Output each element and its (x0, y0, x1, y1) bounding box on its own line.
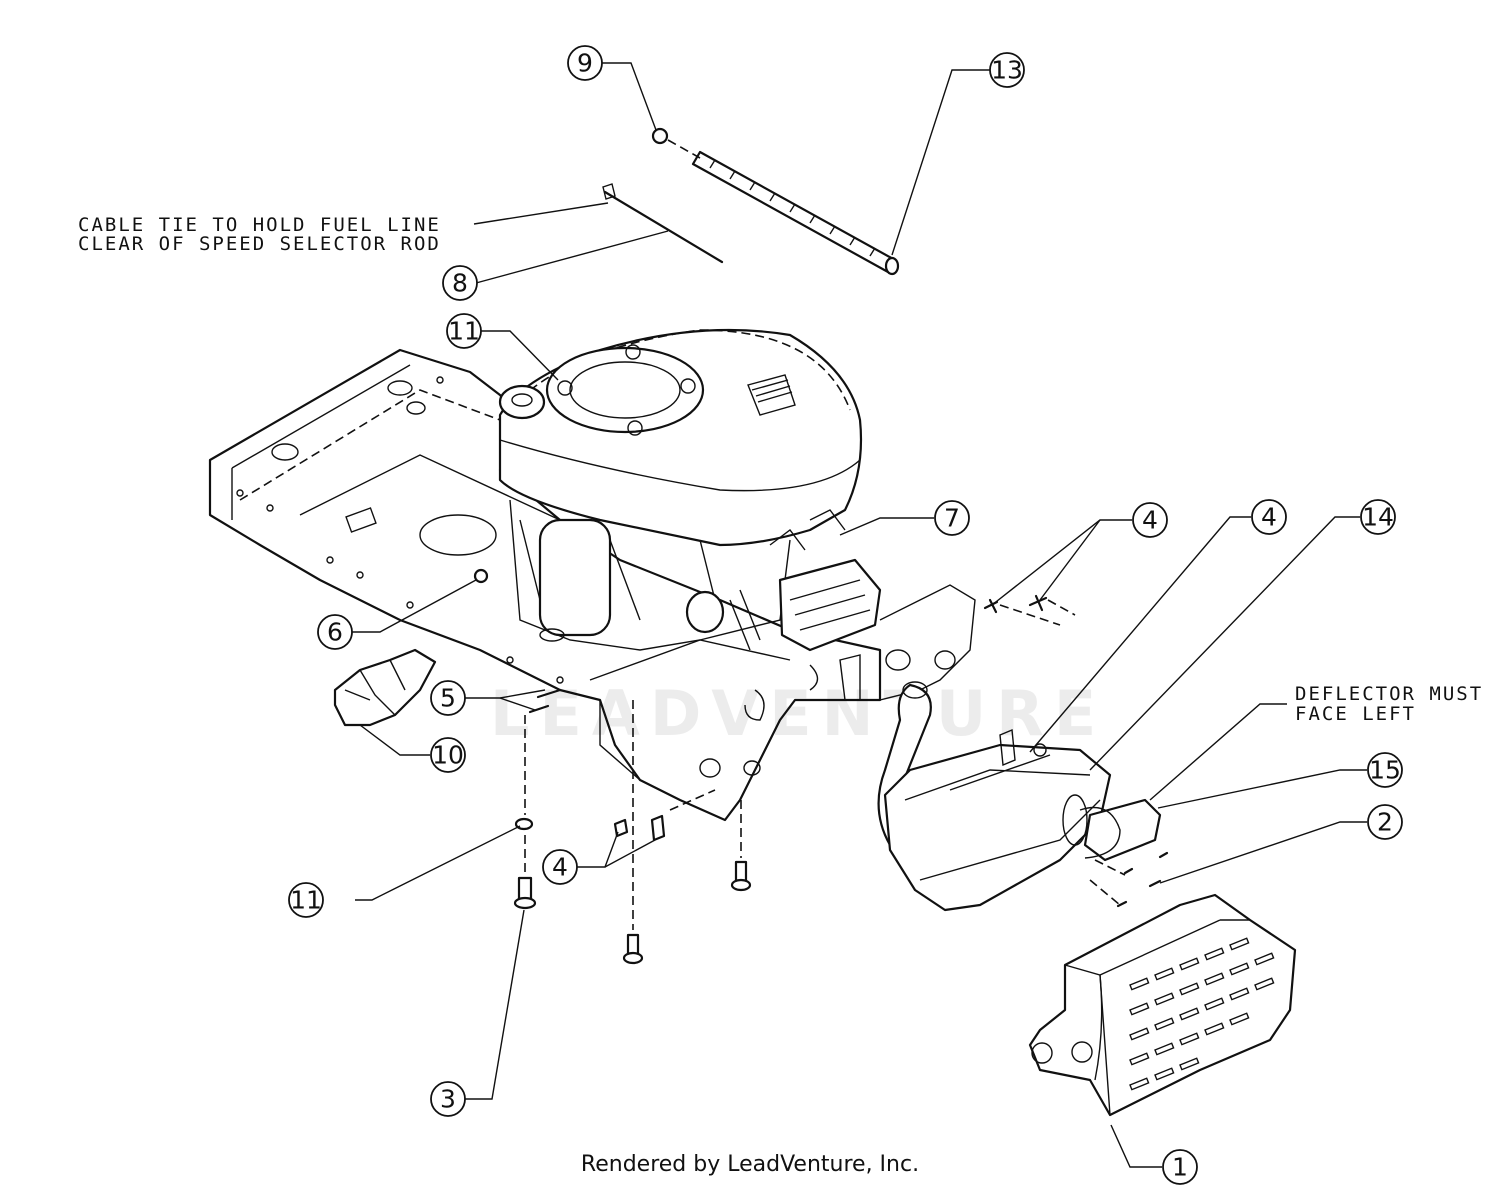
callout-11-upper-label: 11 (448, 317, 480, 346)
render-credit: Rendered by LeadVenture, Inc. (580, 1152, 920, 1177)
callout-3: 3 (430, 1081, 466, 1117)
callout-14: 14 (1360, 499, 1396, 535)
callout-4-muffler-label: 4 (1261, 503, 1277, 532)
callout-13: 13 (989, 52, 1025, 88)
callout-4-muffler: 4 (1251, 499, 1287, 535)
callout-8-label: 8 (452, 269, 468, 298)
callout-1: 1 (1162, 1149, 1198, 1185)
muffler-assembly (877, 681, 1162, 912)
callout-15-label: 15 (1369, 756, 1401, 785)
callout-5: 5 (430, 680, 466, 716)
callout-4-bracket-label: 4 (1142, 506, 1158, 535)
callout-11-lower-label: 11 (290, 886, 322, 915)
muffler-guard (1028, 893, 1297, 1117)
callout-14-label: 14 (1362, 503, 1394, 532)
callout-15: 15 (1367, 752, 1403, 788)
callout-4-bracket: 4 (1132, 502, 1168, 538)
callout-10: 10 (430, 737, 466, 773)
callout-11-upper: 11 (446, 313, 482, 349)
cable-tie-note-line2: CLEAR OF SPEED SELECTOR ROD (78, 233, 441, 255)
callout-13-label: 13 (991, 56, 1023, 85)
callout-4-lower: 4 (542, 849, 578, 885)
callout-7: 7 (934, 500, 970, 536)
cable-tie (602, 183, 724, 264)
leader-lines (352, 62, 1367, 1168)
callout-4-lower-label: 4 (552, 853, 568, 882)
callout-1-label: 1 (1172, 1153, 1188, 1182)
callout-3-label: 3 (440, 1085, 456, 1114)
speed-selector-rod (651, 127, 900, 276)
callout-5-label: 5 (440, 684, 456, 713)
chassis-frame (208, 348, 976, 822)
callout-6-label: 6 (327, 618, 343, 647)
deflector-note-line1: DEFLECTOR MUST (1295, 683, 1483, 705)
callout-6: 6 (317, 614, 353, 650)
callout-7-label: 7 (944, 504, 960, 533)
deflector-note-line2: FACE LEFT (1295, 703, 1416, 725)
assembly-lines (524, 599, 1126, 930)
callout-2-label: 2 (1377, 808, 1393, 837)
callout-11-lower: 11 (288, 882, 324, 918)
cable-tie-note-line1: CABLE TIE TO HOLD FUEL LINE (78, 214, 441, 236)
engine (498, 328, 882, 652)
callout-9: 9 (567, 45, 603, 81)
watermark-text: LEADVENTURE (490, 677, 1106, 750)
callout-10-label: 10 (432, 741, 464, 770)
heat-shield (333, 648, 437, 727)
callout-2: 2 (1367, 804, 1403, 840)
callout-9-label: 9 (577, 49, 593, 78)
callout-8: 8 (442, 265, 478, 301)
fasteners (473, 568, 1169, 965)
